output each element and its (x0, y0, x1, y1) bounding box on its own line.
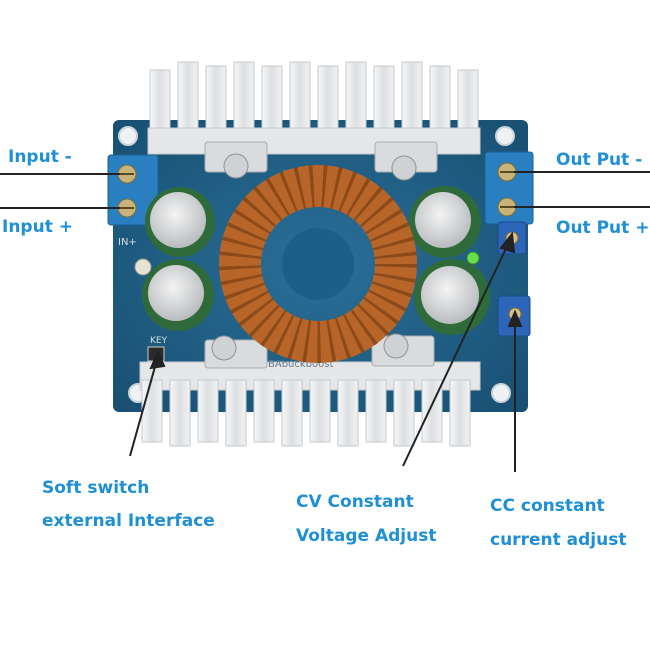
label-soft-switch-line2: external Interface (42, 511, 215, 531)
capacitors (142, 186, 490, 335)
silkscreen-key: KEY (150, 336, 168, 346)
label-soft-switch-line1: Soft switch (42, 478, 150, 498)
led (466, 251, 480, 265)
label-input-minus: Input - (8, 147, 72, 167)
label-output-plus: Out Put + (556, 218, 650, 238)
label-output-minus: Out Put - (556, 150, 643, 170)
label-cc-line2: current adjust (490, 530, 627, 550)
small-component (134, 258, 152, 276)
silkscreen-in-plus: IN+ (118, 237, 137, 248)
leader-lines (0, 171, 650, 472)
toroidal-inductor (219, 165, 417, 363)
input-terminal-block (107, 154, 159, 226)
top-heatsink (147, 61, 481, 155)
label-cv-line2: Voltage Adjust (296, 526, 437, 546)
label-input-plus: Input + (2, 217, 73, 237)
silkscreen-bottom: BAbuckboost (268, 359, 333, 370)
output-terminal-block (484, 151, 534, 225)
bottom-heatsink (139, 361, 481, 447)
label-cv-line1: CV Constant (296, 492, 414, 512)
heatsink-screws (204, 141, 438, 369)
label-cc-line1: CC constant (490, 496, 605, 516)
